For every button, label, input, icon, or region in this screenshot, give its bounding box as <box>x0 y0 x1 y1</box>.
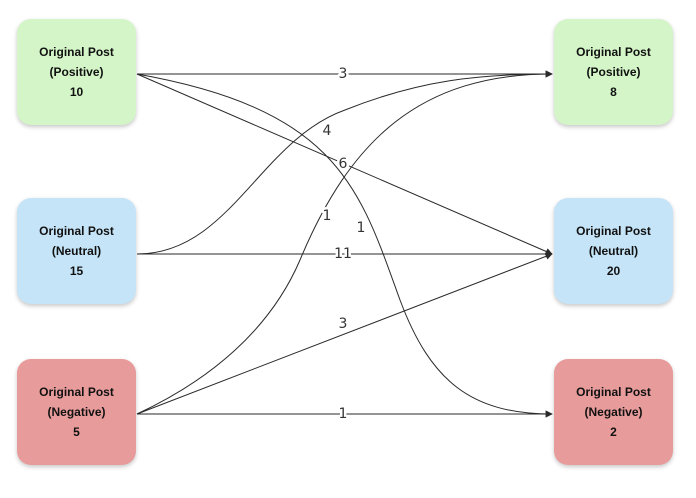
edge-label: 6 <box>339 156 348 172</box>
node-sentiment: (Positive) <box>49 65 104 79</box>
node-count: 10 <box>69 85 84 99</box>
node-count: 8 <box>610 85 617 99</box>
node-source-negative[interactable]: Original Post (Negative) 5 <box>17 359 136 465</box>
node-title: Original Post <box>39 45 114 59</box>
node-count: 20 <box>606 264 621 278</box>
node-title: Original Post <box>576 224 651 238</box>
edge-paths <box>136 70 553 418</box>
edge-label: 4 <box>323 123 332 139</box>
edge-label: 1 <box>323 208 332 224</box>
node-target-positive[interactable]: Original Post (Positive) 8 <box>554 19 673 125</box>
edge-left-neutral-to-right-positive <box>136 70 553 255</box>
node-sentiment: (Negative) <box>584 405 643 419</box>
node-sentiment: (Neutral) <box>51 244 102 258</box>
node-title: Original Post <box>576 45 651 59</box>
node-source-neutral[interactable]: Original Post (Neutral) 15 <box>17 198 136 304</box>
node-source-positive[interactable]: Original Post (Positive) 10 <box>17 19 136 125</box>
node-target-neutral[interactable]: Original Post (Neutral) 20 <box>554 198 673 304</box>
node-sentiment: (Neutral) <box>588 244 639 258</box>
edge-label: 1 <box>357 220 366 236</box>
node-title: Original Post <box>39 224 114 238</box>
edge-label: 11 <box>334 246 352 262</box>
edge-left-negative-to-right-positive <box>136 70 553 415</box>
edge-left-positive-to-right-negative <box>136 73 553 418</box>
edge-label: 3 <box>339 66 348 82</box>
node-count: 15 <box>69 264 84 278</box>
edge-left-negative-to-right-neutral <box>136 253 553 415</box>
node-count: 5 <box>73 425 80 439</box>
node-sentiment: (Positive) <box>586 65 641 79</box>
node-sentiment: (Negative) <box>47 405 106 419</box>
edge-label: 1 <box>339 406 348 422</box>
node-title: Original Post <box>39 385 114 399</box>
node-title: Original Post <box>576 385 651 399</box>
node-target-negative[interactable]: Original Post (Negative) 2 <box>554 359 673 465</box>
node-count: 2 <box>610 425 617 439</box>
edge-label: 3 <box>339 316 348 332</box>
edge-left-positive-to-right-neutral <box>136 73 553 255</box>
